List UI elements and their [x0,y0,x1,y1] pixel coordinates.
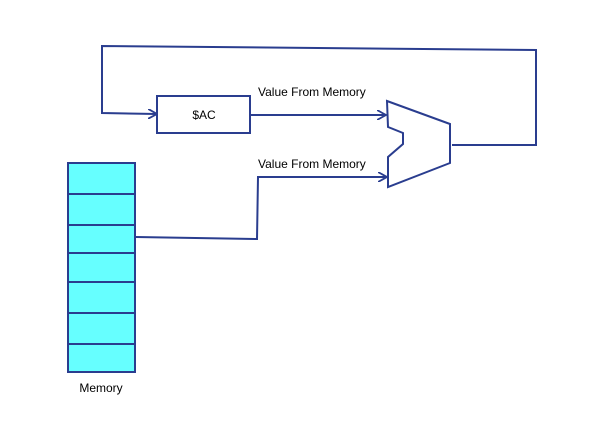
alu-bottom-input-label: Value From Memory [258,157,366,171]
ac-register-label: $AC [192,108,216,122]
memory-cell [67,193,136,226]
memory-to-alu-wire [135,177,387,241]
alu-top-input-label: Value From Memory [258,85,366,99]
alu-shape [385,99,451,189]
memory-cell [67,162,136,195]
memory-label: Memory [79,381,122,395]
memory-cell [67,281,136,314]
feedback-wire [101,44,537,146]
memory-stack [67,162,136,373]
memory-cell [67,252,136,283]
memory-cell [67,224,136,254]
memory-cell [67,343,136,373]
memory-cell [67,312,136,345]
